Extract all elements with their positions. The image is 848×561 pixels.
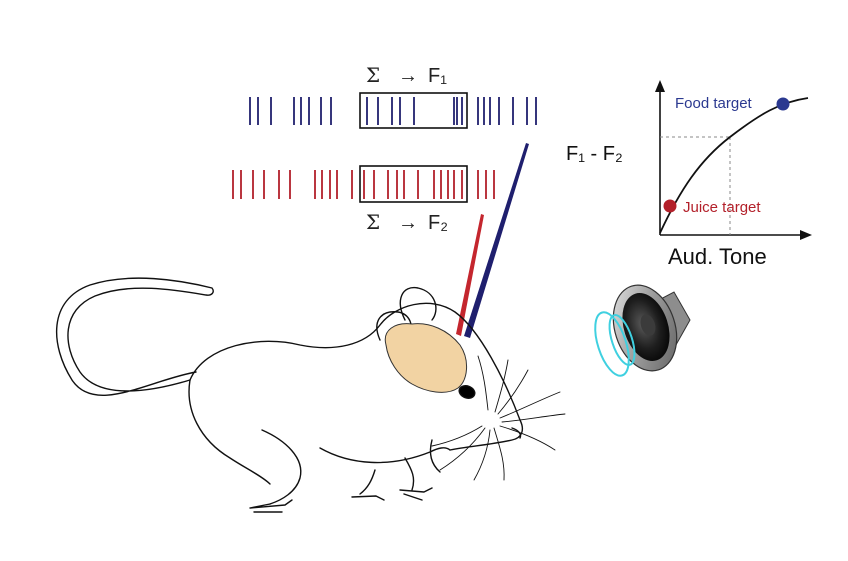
sound-wave-outer — [594, 311, 630, 377]
mouse-forelimb — [359, 457, 415, 495]
mouse-eye — [458, 385, 476, 399]
sum-result-f2: F₂ — [428, 212, 448, 234]
mouse-tail — [55, 277, 214, 396]
sum-symbol-bottom: Σ — [366, 210, 380, 234]
food-target-label: Food target — [675, 95, 753, 112]
mouse-neck — [429, 439, 441, 473]
sound-waves — [594, 311, 636, 377]
blue-spike-train — [249, 97, 537, 125]
graph-x-arrowhead — [800, 230, 812, 240]
sum-arrow-top: → — [398, 65, 418, 87]
red-spike-train — [232, 170, 495, 199]
mouse-body-rear — [188, 379, 271, 485]
speaker-dustcap — [640, 314, 656, 336]
mouse-ear-back — [399, 286, 437, 321]
mouse-brain-region — [384, 323, 467, 393]
graph-x-label: Aud. Tone — [668, 244, 767, 269]
mouse-illustration — [55, 277, 566, 513]
sum-arrow-bottom: → — [398, 212, 418, 234]
juice-target-marker — [663, 199, 677, 213]
mouse-hind-paw — [249, 499, 293, 513]
mouse-body-top — [189, 302, 524, 451]
graph-y-label: F₁ - F₂ — [566, 143, 623, 165]
sound-wave-inner — [608, 314, 636, 366]
electrode-blue — [464, 143, 529, 338]
mouse-forepaw — [351, 487, 433, 501]
electrode-red — [456, 214, 484, 336]
integration-window-top — [359, 92, 468, 129]
sum-label-bottom: Σ → F₂ — [366, 210, 448, 234]
sum-symbol-top: Σ — [366, 63, 380, 87]
sum-result-f1: F₁ — [428, 65, 447, 87]
mouse-belly — [319, 447, 451, 464]
juice-target-label: Juice target — [683, 199, 761, 216]
mouse-hind-leg — [261, 429, 302, 505]
graph: Food target Juice target F₁ - F₂ Aud. To… — [566, 80, 812, 269]
speaker-icon — [594, 284, 691, 377]
sum-label-top: Σ → F₁ — [366, 63, 447, 87]
integration-window-bottom — [359, 165, 468, 203]
mouse-whiskers — [431, 355, 566, 481]
food-target-marker — [776, 97, 790, 111]
graph-y-arrowhead — [655, 80, 665, 92]
